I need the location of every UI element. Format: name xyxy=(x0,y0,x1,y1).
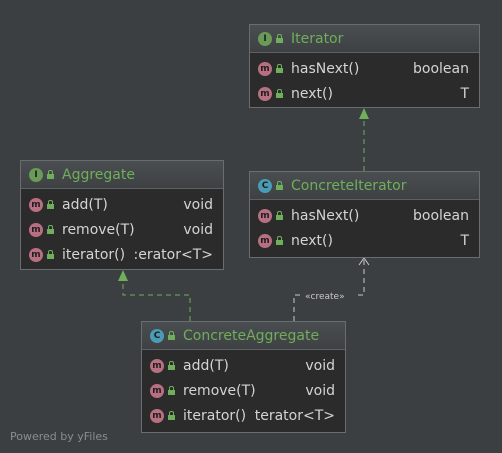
public-lock-icon xyxy=(276,34,283,43)
method-type: boolean xyxy=(413,207,469,224)
public-lock-icon xyxy=(47,225,54,234)
method-row[interactable]: m next() T xyxy=(250,228,479,253)
method-name: hasNext() xyxy=(291,207,360,224)
realization-line-concreteaggregate-aggregate xyxy=(122,280,191,321)
method-row[interactable]: m remove(T) void xyxy=(21,217,223,242)
method-type: void xyxy=(305,382,335,399)
create-dependency-line xyxy=(293,259,365,321)
public-lock-icon xyxy=(47,170,54,179)
class-box-aggregate[interactable]: I Aggregate m add(T) void m remove(T) vo… xyxy=(20,160,224,270)
public-lock-icon xyxy=(276,236,283,245)
public-lock-icon xyxy=(168,331,175,340)
method-name: add(T) xyxy=(62,196,108,213)
method-type: void xyxy=(183,196,213,213)
public-lock-icon xyxy=(168,386,175,395)
class-name: Iterator xyxy=(291,30,344,47)
class-header: I Aggregate xyxy=(21,161,223,189)
class-header: C ConcreteIterator xyxy=(250,172,479,200)
method-type: :erator<T> xyxy=(133,246,214,263)
method-name: hasNext() xyxy=(291,60,360,77)
method-icon: m xyxy=(150,358,164,373)
class-header: I Iterator xyxy=(250,25,479,53)
method-icon: m xyxy=(258,208,272,223)
public-lock-icon xyxy=(47,200,54,209)
method-name: remove(T) xyxy=(62,221,135,238)
public-lock-icon xyxy=(276,181,283,190)
class-box-concreteaggregate[interactable]: C ConcreteAggregate m add(T) void m remo… xyxy=(141,321,346,433)
method-name: add(T) xyxy=(183,357,229,374)
method-name: next() xyxy=(291,85,333,102)
method-row[interactable]: m iterator() terator<T> xyxy=(142,403,345,428)
method-icon: m xyxy=(29,197,43,212)
method-row[interactable]: m remove(T) void xyxy=(142,378,345,403)
interface-icon: I xyxy=(29,167,43,182)
method-row[interactable]: m add(T) void xyxy=(142,353,345,378)
powered-by-credit: Powered by yFiles xyxy=(10,430,108,443)
create-label: «create» xyxy=(305,292,345,302)
class-box-iterator[interactable]: I Iterator m hasNext() boolean m next() … xyxy=(249,24,480,108)
method-type: void xyxy=(183,221,213,238)
method-icon: m xyxy=(258,233,272,248)
public-lock-icon xyxy=(168,411,175,420)
method-name: iterator() xyxy=(183,407,247,424)
method-type: terator<T> xyxy=(254,407,335,424)
method-row[interactable]: m add(T) void xyxy=(21,192,223,217)
method-type: void xyxy=(305,357,335,374)
create-dependency-arrowhead xyxy=(358,257,370,266)
method-icon: m xyxy=(150,408,164,423)
public-lock-icon xyxy=(276,89,283,98)
method-name: iterator() xyxy=(62,246,126,263)
method-icon: m xyxy=(150,383,164,398)
interface-icon: I xyxy=(258,31,272,46)
class-name: ConcreteAggregate xyxy=(183,327,320,344)
method-type: T xyxy=(460,232,469,249)
class-header: C ConcreteAggregate xyxy=(142,322,345,350)
class-icon: C xyxy=(258,178,272,193)
method-row[interactable]: m hasNext() boolean xyxy=(250,203,479,228)
method-row[interactable]: m next() T xyxy=(250,81,479,106)
public-lock-icon xyxy=(47,250,54,259)
method-name: next() xyxy=(291,232,333,249)
class-name: ConcreteIterator xyxy=(291,177,407,194)
realization-arrowhead-aggregate xyxy=(118,270,128,281)
class-icon: C xyxy=(150,328,164,343)
method-icon: m xyxy=(29,247,43,262)
public-lock-icon xyxy=(168,361,175,370)
method-type: T xyxy=(460,85,469,102)
method-row[interactable]: m iterator() :erator<T> xyxy=(21,242,223,267)
class-name: Aggregate xyxy=(62,166,135,183)
public-lock-icon xyxy=(276,64,283,73)
method-row[interactable]: m hasNext() boolean xyxy=(250,56,479,81)
method-type: boolean xyxy=(413,60,469,77)
method-name: remove(T) xyxy=(183,382,256,399)
class-box-concreteiterator[interactable]: C ConcreteIterator m hasNext() boolean m… xyxy=(249,171,480,258)
method-icon: m xyxy=(258,86,272,101)
public-lock-icon xyxy=(276,211,283,220)
realization-arrowhead-iterator xyxy=(359,108,369,119)
method-icon: m xyxy=(29,222,43,237)
method-icon: m xyxy=(258,61,272,76)
